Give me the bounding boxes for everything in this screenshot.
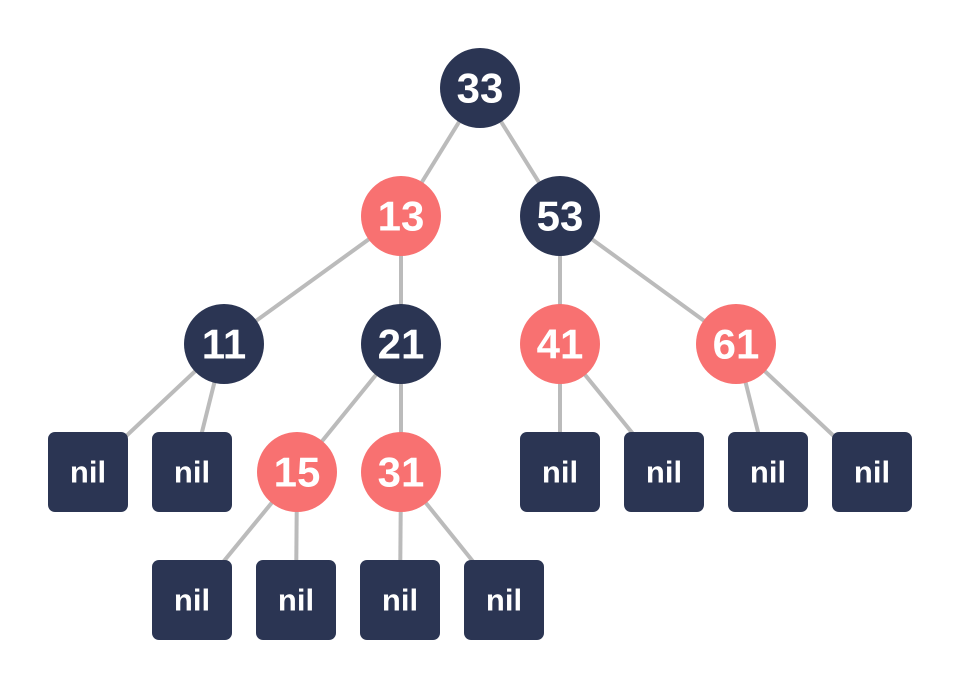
nil-leaf-label: nil: [854, 455, 890, 490]
node-label: 33: [457, 65, 504, 112]
tree-node-13: 13: [361, 176, 441, 256]
node-label: 21: [378, 321, 425, 368]
nil-leaf-label: nil: [646, 455, 682, 490]
nil-leaf: nil: [256, 560, 336, 640]
node-label: 61: [713, 321, 760, 368]
node-label: 41: [537, 321, 584, 368]
tree-node-41: 41: [520, 304, 600, 384]
nil-leaf: nil: [360, 560, 440, 640]
node-circle: [361, 304, 441, 384]
nil-leaf-label: nil: [278, 583, 314, 618]
nil-leaf-box: [520, 432, 600, 512]
node-circle: [696, 304, 776, 384]
tree-node-15: 15: [257, 432, 337, 512]
node-circle: [361, 432, 441, 512]
nil-leaf: nil: [832, 432, 912, 512]
node-circle: [257, 432, 337, 512]
nil-leaf: nil: [624, 432, 704, 512]
node-label: 11: [202, 321, 246, 368]
nil-leaf: nil: [152, 560, 232, 640]
nil-leaf-label: nil: [750, 455, 786, 490]
nil-leaf: nil: [152, 432, 232, 512]
nil-leaf-label: nil: [174, 455, 210, 490]
node-circle: [520, 176, 600, 256]
node-circle: [361, 176, 441, 256]
nil-leaf-box: [48, 432, 128, 512]
tree-node-31: 31: [361, 432, 441, 512]
nil-leaf: nil: [520, 432, 600, 512]
nil-leaf-box: [624, 432, 704, 512]
nil-leaf: nil: [464, 560, 544, 640]
nil-leaf-box: [256, 560, 336, 640]
tree-node-33: 33: [440, 48, 520, 128]
nil-leaf: nil: [728, 432, 808, 512]
tree-node-21: 21: [361, 304, 441, 384]
nil-leaf-label: nil: [486, 583, 522, 618]
nil-leaf-box: [152, 432, 232, 512]
node-circle: [520, 304, 600, 384]
node-label: 15: [274, 449, 321, 496]
node-label: 13: [378, 193, 425, 240]
node-circle: [184, 304, 264, 384]
node-label: 31: [378, 449, 425, 496]
nil-leaf-box: [832, 432, 912, 512]
nil-leaf-label: nil: [174, 583, 210, 618]
tree-node-11: 11: [184, 304, 264, 384]
nil-leaf-box: [728, 432, 808, 512]
nil-leaf-box: [464, 560, 544, 640]
nil-leaf-label: nil: [382, 583, 418, 618]
node-circle: [440, 48, 520, 128]
nil-leaf-label: nil: [70, 455, 106, 490]
nil-leaf-box: [152, 560, 232, 640]
nil-leaf: nil: [48, 432, 128, 512]
node-label: 53: [537, 193, 584, 240]
tree-node-61: 61: [696, 304, 776, 384]
nil-leaf-box: [360, 560, 440, 640]
tree-node-53: 53: [520, 176, 600, 256]
nil-leaf-label: nil: [542, 455, 578, 490]
